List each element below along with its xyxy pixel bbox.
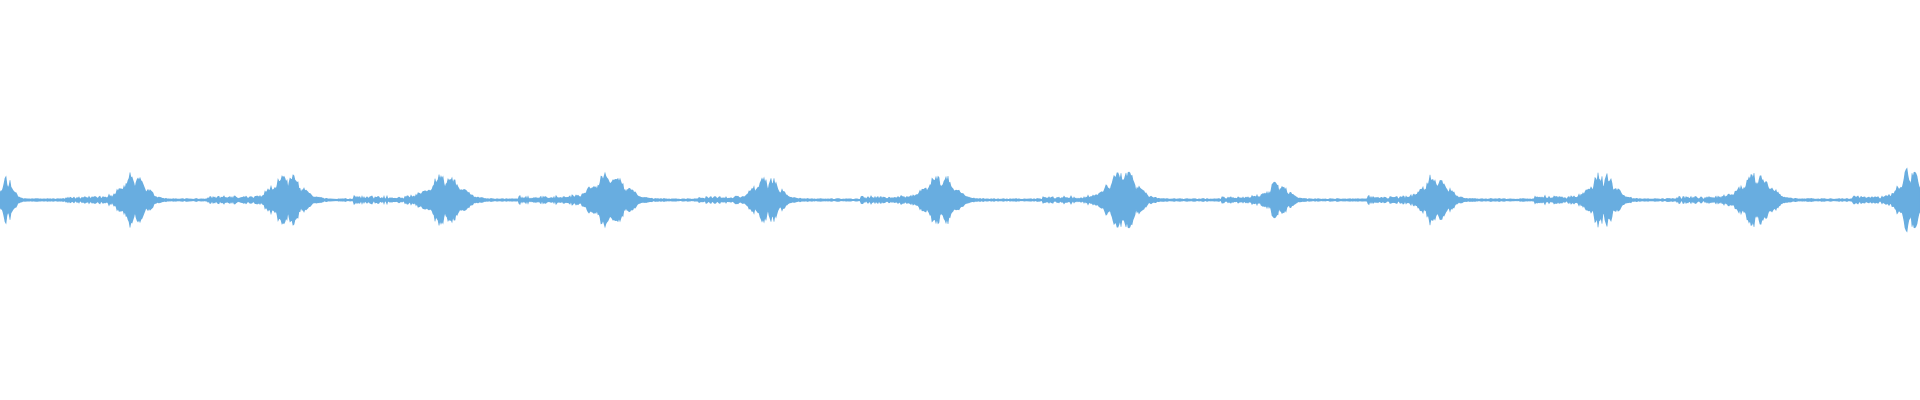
waveform-path [0, 167, 1920, 233]
